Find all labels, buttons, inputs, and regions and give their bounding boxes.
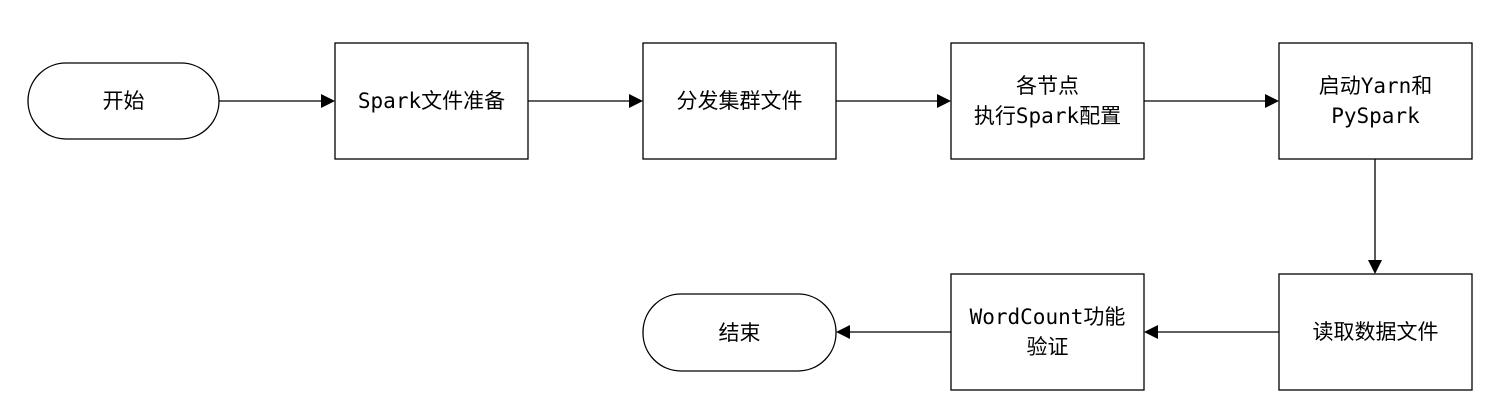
label-line: 启动Yarn和 [1318, 74, 1433, 98]
node-wordcount-box [950, 273, 1145, 391]
node-node-config-label: 各节点 执行Spark配置 [951, 43, 1144, 159]
node-spark-prep-label: Spark文件准备 [335, 43, 528, 159]
node-start-terminal [27, 62, 220, 140]
arrow-head [937, 94, 951, 108]
label-line: 验证 [1026, 335, 1069, 359]
node-start-yarn-label: 启动Yarn和 PySpark [1279, 43, 1472, 159]
label-line: Spark文件准备 [357, 89, 506, 113]
label-line: PySpark [1331, 104, 1420, 128]
node-distribute-box [642, 42, 837, 160]
label-line: 分发集群文件 [676, 89, 803, 113]
edges [219, 94, 1382, 339]
label-line: 读取数据文件 [1312, 320, 1439, 344]
label-line: 开始 [102, 89, 145, 113]
nodes [27, 42, 1473, 391]
node-end-label: 结束 [643, 294, 836, 371]
node-end-terminal [642, 293, 837, 372]
label-line: 结束 [718, 320, 761, 345]
label-line: 各节点 [1016, 74, 1079, 98]
label-line: WordCount功能 [969, 305, 1126, 329]
arrow-head [321, 94, 335, 108]
label-line: 执行Spark配置 [973, 104, 1122, 128]
node-read-data-box [1278, 273, 1473, 391]
node-node-config-box [950, 42, 1145, 160]
node-wordcount-label: WordCount功能 验证 [951, 274, 1144, 390]
arrow-head [1368, 260, 1382, 274]
node-start-label: 开始 [28, 63, 219, 139]
node-start-yarn-box [1278, 42, 1473, 160]
arrow-head [1144, 325, 1158, 339]
node-read-data-label: 读取数据文件 [1279, 274, 1472, 390]
node-spark-prep-box [334, 42, 529, 160]
arrow-head [629, 94, 643, 108]
node-distribute-label: 分发集群文件 [643, 43, 836, 159]
arrow-head [836, 325, 850, 339]
arrow-head [1265, 94, 1279, 108]
